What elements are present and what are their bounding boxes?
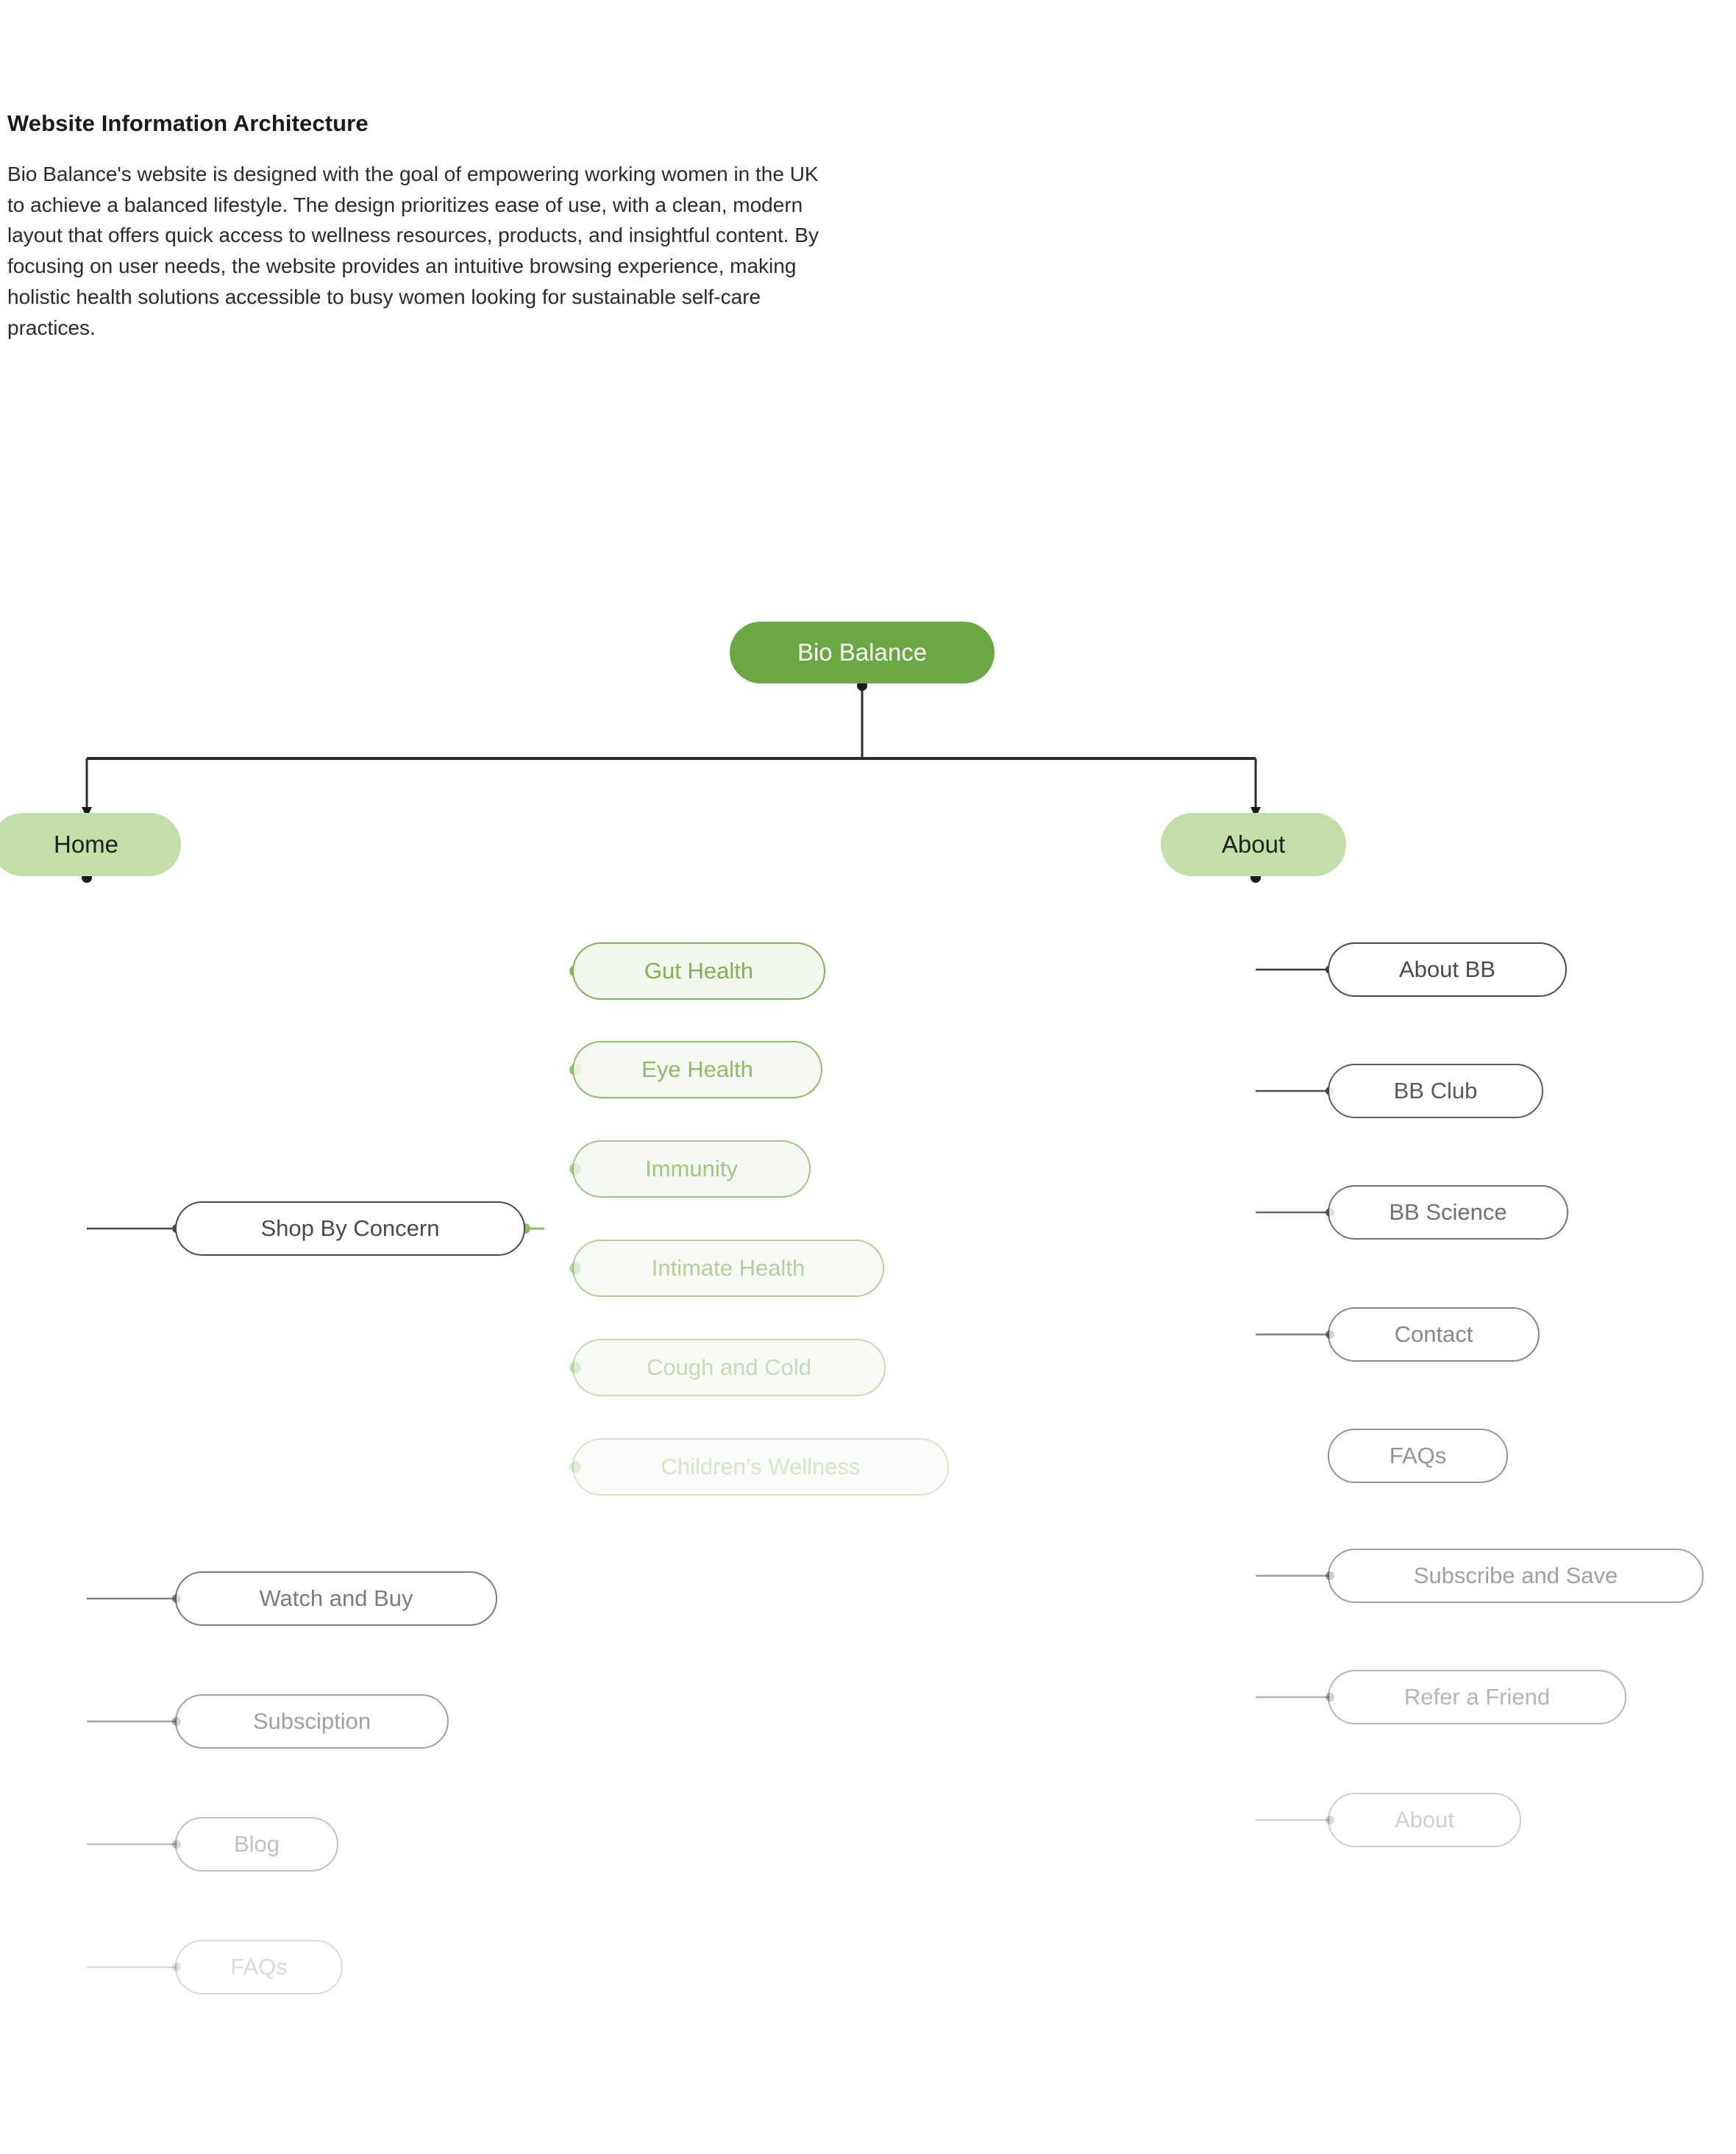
- node-about[interactable]: About: [1161, 813, 1346, 876]
- node-label: FAQs: [230, 1954, 288, 1980]
- node-about-subscribe-and-save[interactable]: Subscribe and Save: [1328, 1549, 1704, 1603]
- node-subsciption[interactable]: Subsciption: [175, 1694, 449, 1749]
- node-home[interactable]: Home: [0, 813, 181, 876]
- node-watch-and-buy[interactable]: Watch and Buy: [175, 1571, 497, 1626]
- intro-block: Website Information Architecture Bio Bal…: [7, 110, 875, 343]
- node-shop-by-concern[interactable]: Shop By Concern: [175, 1201, 525, 1256]
- node-label: About: [1221, 831, 1286, 858]
- node-label: Intimate Health: [651, 1255, 805, 1281]
- node-label: Subscribe and Save: [1413, 1563, 1618, 1588]
- node-cough-and-cold[interactable]: Cough and Cold: [572, 1339, 886, 1396]
- node-label: Bio Balance: [797, 639, 928, 666]
- node-label: Immunity: [645, 1156, 738, 1181]
- node-label: About: [1394, 1807, 1454, 1833]
- node-label: BB Science: [1389, 1199, 1507, 1225]
- node-label: Eye Health: [641, 1056, 753, 1082]
- node-about-faqs[interactable]: FAQs: [1328, 1429, 1508, 1483]
- node-label: Shop By Concern: [260, 1215, 440, 1241]
- node-children-s-wellness[interactable]: Children’s Wellness: [572, 1438, 949, 1496]
- node-label: Refer a Friend: [1404, 1684, 1551, 1710]
- node-label: FAQs: [1389, 1443, 1447, 1468]
- page-title: Website Information Architecture: [7, 110, 369, 136]
- node-label: Children’s Wellness: [661, 1454, 861, 1479]
- node-label: About BB: [1399, 956, 1495, 982]
- node-about-about[interactable]: About: [1328, 1793, 1521, 1847]
- node-label: Watch and Buy: [259, 1585, 413, 1611]
- intro-paragraph: Bio Balance's website is designed with t…: [7, 163, 819, 339]
- node-label: Blog: [233, 1831, 280, 1857]
- node-intimate-health[interactable]: Intimate Health: [572, 1240, 884, 1297]
- node-faqs[interactable]: FAQs: [175, 1940, 343, 1994]
- node-bio-balance[interactable]: Bio Balance: [730, 622, 995, 683]
- node-immunity[interactable]: Immunity: [572, 1140, 811, 1198]
- node-about-contact[interactable]: Contact: [1328, 1307, 1540, 1362]
- node-about-bb-club[interactable]: BB Club: [1328, 1064, 1543, 1118]
- node-about-bb-science[interactable]: BB Science: [1328, 1185, 1568, 1240]
- node-about-refer-a-friend[interactable]: Refer a Friend: [1328, 1670, 1626, 1724]
- node-blog[interactable]: Blog: [175, 1817, 338, 1872]
- node-label: Subsciption: [252, 1708, 371, 1734]
- node-label: Contact: [1394, 1321, 1473, 1347]
- node-gut-health[interactable]: Gut Health: [572, 942, 825, 1000]
- node-label: Cough and Cold: [646, 1354, 812, 1380]
- node-eye-health[interactable]: Eye Health: [572, 1041, 822, 1098]
- node-label: Gut Health: [644, 958, 754, 984]
- node-label: BB Club: [1393, 1078, 1478, 1103]
- node-label: Home: [53, 831, 119, 858]
- node-about-about-bb[interactable]: About BB: [1328, 942, 1567, 997]
